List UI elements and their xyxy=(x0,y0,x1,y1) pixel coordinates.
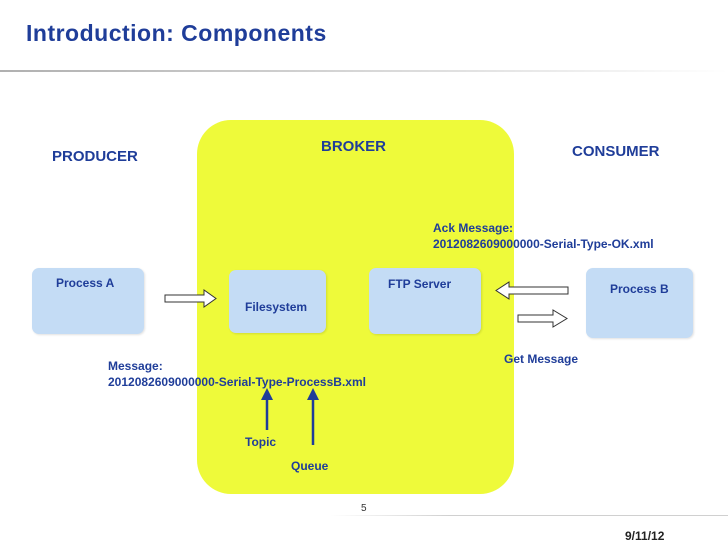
get-message-label: Get Message xyxy=(504,352,579,366)
process-a-box: Process A xyxy=(32,268,144,334)
page-number: 5 xyxy=(361,503,367,514)
filesystem-box: Filesystem xyxy=(229,270,326,333)
queue-label: Queue xyxy=(291,459,329,473)
ack-message: Ack Message: 2012082609000000-Serial-Typ… xyxy=(433,220,654,252)
producer-message-file: 2012082609000000-Serial-Type-ProcessB.xm… xyxy=(108,375,366,389)
producer-message: Message: 2012082609000000-Serial-Type-Pr… xyxy=(108,358,366,390)
ack-message-title: Ack Message: xyxy=(433,221,514,235)
filesystem-label: Filesystem xyxy=(245,300,308,314)
topic-label: Topic xyxy=(245,435,277,449)
slide-date: 9/11/12 xyxy=(625,529,665,543)
consumer-label: CONSUMER xyxy=(572,143,660,160)
broker-label: BROKER xyxy=(321,138,387,155)
process-a-label: Process A xyxy=(56,276,115,290)
process-b-label: Process B xyxy=(610,282,669,296)
slide-title: Introduction: Components xyxy=(26,20,327,46)
ack-message-file: 2012082609000000-Serial-Type-OK.xml xyxy=(433,237,654,251)
producer-label: PRODUCER xyxy=(52,148,138,165)
process-b-box: Process B xyxy=(586,268,693,338)
title-divider xyxy=(0,70,728,72)
producer-message-title: Message: xyxy=(108,359,163,373)
ftp-server-label: FTP Server xyxy=(388,277,452,291)
arrow-ftp-to-consumer xyxy=(517,309,568,328)
ftp-server-box: FTP Server xyxy=(369,268,481,334)
footer-divider xyxy=(330,515,728,516)
